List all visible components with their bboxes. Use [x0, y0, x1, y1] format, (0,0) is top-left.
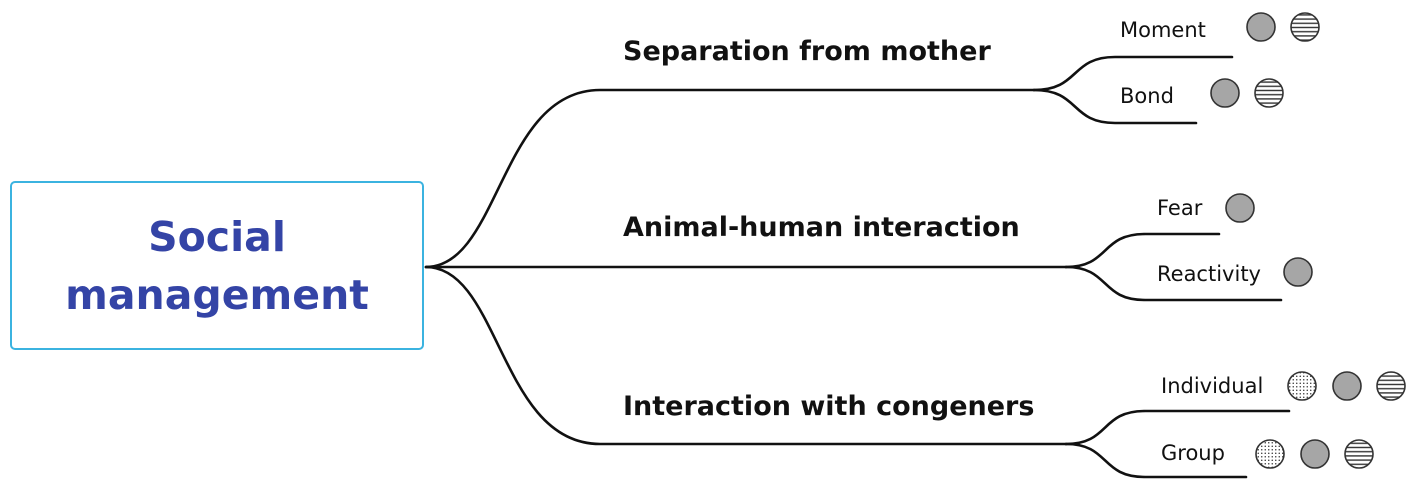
branch-label-animal-human-interaction[interactable]: Animal-human interaction: [623, 212, 1020, 243]
root-title: Social management: [65, 212, 369, 319]
connector-separation-from-mother: [424, 88, 1036, 269]
dotted-circle-icon: [1255, 439, 1285, 469]
branch-label-interaction-with-congeners[interactable]: Interaction with congeners: [623, 391, 1035, 422]
root-node[interactable]: Social management: [10, 181, 424, 350]
solid-grey-circle-icon: [1210, 78, 1240, 108]
leaf-label-moment[interactable]: Moment: [1120, 18, 1206, 42]
root-connectors: [424, 88, 1068, 446]
connector-group: [1064, 442, 1248, 479]
leaf-label-fear[interactable]: Fear: [1157, 196, 1203, 220]
connector-bond: [1032, 88, 1198, 125]
solid-grey-circle-icon: [1225, 193, 1255, 223]
connector-reactivity: [1064, 265, 1283, 302]
solid-grey-circle-icon: [1300, 439, 1330, 469]
horizontal-lines-circle-icon: [1290, 12, 1320, 42]
horizontal-lines-circle-icon: [1254, 78, 1284, 108]
leaf-label-group[interactable]: Group: [1161, 441, 1225, 465]
horizontal-lines-circle-icon: [1376, 371, 1406, 401]
connector-fear: [1064, 232, 1221, 269]
group-markers: [1255, 439, 1374, 469]
solid-grey-circle-icon: [1332, 371, 1362, 401]
leaf-connectors: [1032, 55, 1291, 479]
leaf-label-individual[interactable]: Individual: [1161, 374, 1264, 398]
leaf-label-bond[interactable]: Bond: [1120, 84, 1174, 108]
reactivity-markers: [1283, 257, 1313, 287]
bond-markers: [1210, 78, 1284, 108]
fear-markers: [1225, 193, 1255, 223]
branch-label-separation-from-mother[interactable]: Separation from mother: [623, 36, 991, 67]
individual-markers: [1287, 371, 1406, 401]
leaf-label-reactivity[interactable]: Reactivity: [1157, 262, 1261, 286]
connector-interaction-with-congeners: [424, 265, 1068, 446]
solid-grey-circle-icon: [1246, 12, 1276, 42]
dotted-circle-icon: [1287, 371, 1317, 401]
connector-moment: [1032, 55, 1234, 92]
moment-markers: [1246, 12, 1320, 42]
connector-individual: [1064, 409, 1291, 446]
horizontal-lines-circle-icon: [1344, 439, 1374, 469]
solid-grey-circle-icon: [1283, 257, 1313, 287]
